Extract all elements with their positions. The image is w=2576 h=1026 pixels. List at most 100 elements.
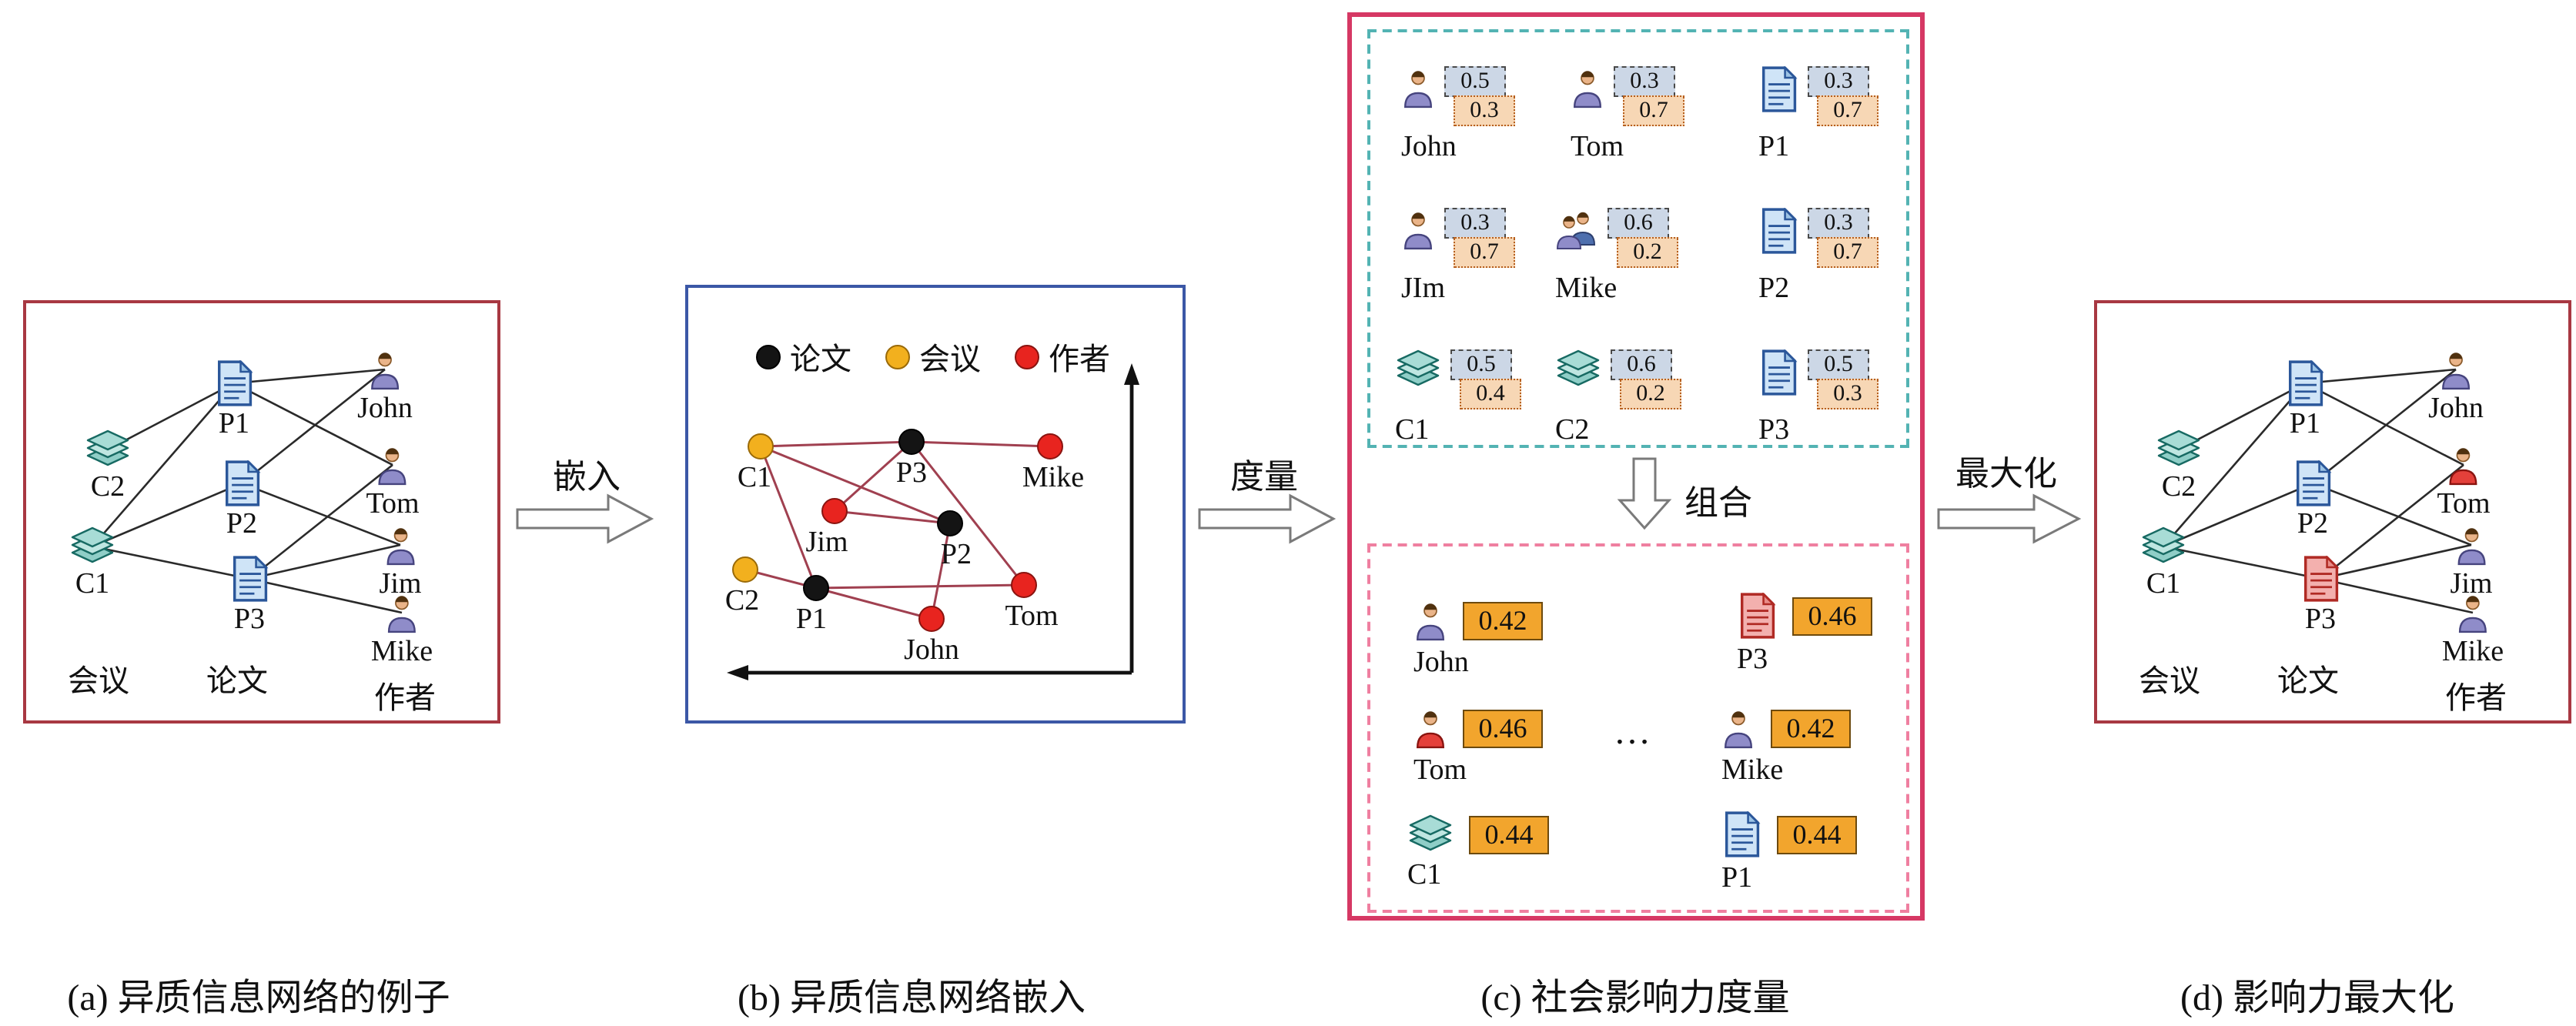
- combined-cell-tom: 0.46 Tom: [1413, 707, 1543, 788]
- author-icon: [2439, 348, 2473, 391]
- author-icon: [376, 443, 410, 486]
- type-label-paper: 论文: [206, 665, 268, 699]
- legend-label: 作者: [1049, 343, 1110, 377]
- node-p1: P1: [2285, 360, 2325, 439]
- conference-icon: [1395, 349, 1441, 389]
- raw-influence-box: 0.5 0.3 John 0.3 0.7 Tom: [1367, 29, 1909, 448]
- node-label: C1: [75, 568, 110, 600]
- type-label-paper: 论文: [2277, 665, 2339, 699]
- paper-icon: [2285, 360, 2325, 406]
- legend-item-paper: 论文: [756, 334, 851, 379]
- author-icon: [383, 523, 417, 566]
- measure-cell-mike: 0.6 0.2 Mike: [1555, 208, 1678, 306]
- embedding-edges-and-axes: [727, 363, 1139, 680]
- value-bottom: 0.7: [1817, 237, 1878, 268]
- cell-label: John: [1413, 647, 1469, 679]
- paper-icon: [2293, 460, 2333, 506]
- influence-value-pair: 0.6 0.2: [1611, 349, 1681, 409]
- point-p1: [803, 575, 829, 601]
- node-john: John: [357, 348, 413, 423]
- paper-icon: [1758, 349, 1798, 396]
- value-top: 0.5: [1450, 349, 1512, 380]
- point-label: P3: [895, 457, 928, 490]
- measure-cell-c1: 0.5 0.4 C1: [1395, 349, 1521, 448]
- value-top: 0.3: [1808, 66, 1869, 97]
- influence-value-pair: 0.5 0.4: [1450, 349, 1521, 409]
- point-label: P2: [940, 539, 972, 571]
- paper-dot-icon: [756, 344, 781, 369]
- value-top: 0.3: [1444, 208, 1506, 239]
- influence-value-pair: 0.3 0.7: [1614, 66, 1684, 126]
- embed-arrow-icon: [516, 493, 654, 544]
- value-bottom: 0.3: [1817, 379, 1878, 409]
- value-top: 0.5: [1808, 349, 1869, 380]
- panel-heterogeneous-network-example: C2 C1 P1 P2 P3 John Tom Jim: [23, 300, 500, 724]
- influence-value-pair: 0.3 0.7: [1808, 66, 1878, 126]
- panel-influence-maximization: C2 C1 P1 P2 P3 John Tom Jim: [2094, 300, 2571, 724]
- node-p1: P1: [214, 360, 254, 439]
- point-tom: [1011, 572, 1037, 598]
- combined-cell-p1: 0.44 P1: [1721, 811, 1857, 896]
- value-top: 0.3: [1808, 208, 1869, 239]
- point-label: John: [904, 634, 959, 667]
- point-john: [918, 606, 945, 632]
- influence-value-pair: 0.3 0.7: [1444, 208, 1515, 268]
- node-label: P3: [233, 603, 266, 636]
- node-jim: Jim: [379, 523, 422, 600]
- cell-label: P3: [1758, 414, 1790, 446]
- node-jim: Jim: [2450, 523, 2493, 600]
- ellipsis: …: [1614, 713, 1654, 753]
- combined-cell-mike: 0.42 Mike: [1721, 707, 1851, 788]
- legend-label: 会议: [919, 343, 981, 377]
- cell-label: JIm: [1401, 272, 1445, 305]
- node-label: C2: [90, 471, 125, 503]
- node-mike: Mike: [371, 591, 433, 667]
- node-label: P1: [2289, 408, 2321, 440]
- point-label: Mike: [1022, 462, 1085, 494]
- caption-b: (b) 异质信息网络嵌入: [738, 979, 1086, 1019]
- value-bottom: 0.4: [1460, 379, 1521, 409]
- cell-label: P2: [1758, 272, 1790, 305]
- influence-score: 0.42: [1771, 709, 1851, 747]
- paper-icon: [222, 460, 262, 506]
- measure-cell-tom: 0.3 0.7 Tom: [1571, 66, 1684, 165]
- node-p3: P3: [229, 556, 269, 634]
- node-label: C2: [2161, 471, 2196, 503]
- node-label: Mike: [370, 636, 433, 668]
- author-icon: [1401, 208, 1435, 251]
- point-label: Tom: [1005, 600, 1059, 633]
- author-icon-red: [1413, 707, 1447, 750]
- paper-icon: [1758, 66, 1798, 112]
- node-label: Jim: [379, 568, 422, 600]
- node-label: Mike: [2441, 636, 2504, 668]
- cell-label: P1: [1721, 862, 1753, 894]
- cell-label: C1: [1407, 859, 1442, 891]
- measure-cell-john: 0.5 0.3 John: [1401, 66, 1515, 165]
- cell-label: P1: [1758, 131, 1790, 163]
- node-label: Jim: [2450, 568, 2493, 600]
- influence-score: 0.42: [1463, 601, 1543, 640]
- node-label: P2: [226, 508, 258, 540]
- author-icon: [2456, 591, 2490, 634]
- combine-arrow-icon: [1617, 457, 1672, 530]
- point-mike: [1037, 433, 1063, 460]
- measure-cell-p2: 0.3 0.7 P2: [1758, 208, 1878, 306]
- node-p2: P2: [222, 460, 262, 539]
- value-bottom: 0.2: [1617, 237, 1678, 268]
- influence-score: 0.44: [1777, 815, 1857, 854]
- combined-cell-john: 0.42 John: [1413, 599, 1543, 680]
- author-icon: [1721, 707, 1755, 750]
- panel-influence-measurement: 0.5 0.3 John 0.3 0.7 Tom: [1347, 12, 1925, 921]
- conference-icon: [85, 429, 131, 470]
- axis-arrows: [747, 383, 1134, 675]
- influence-value-pair: 0.3 0.7: [1808, 208, 1878, 268]
- influence-score: 0.46: [1792, 597, 1872, 635]
- value-top: 0.6: [1611, 349, 1672, 380]
- point-p2: [937, 510, 963, 536]
- maximize-arrow-icon: [1937, 493, 2082, 544]
- node-label: P3: [2304, 603, 2337, 636]
- cell-label: Mike: [1555, 272, 1618, 305]
- paper-icon: [1758, 208, 1798, 254]
- node-label: P2: [2297, 508, 2329, 540]
